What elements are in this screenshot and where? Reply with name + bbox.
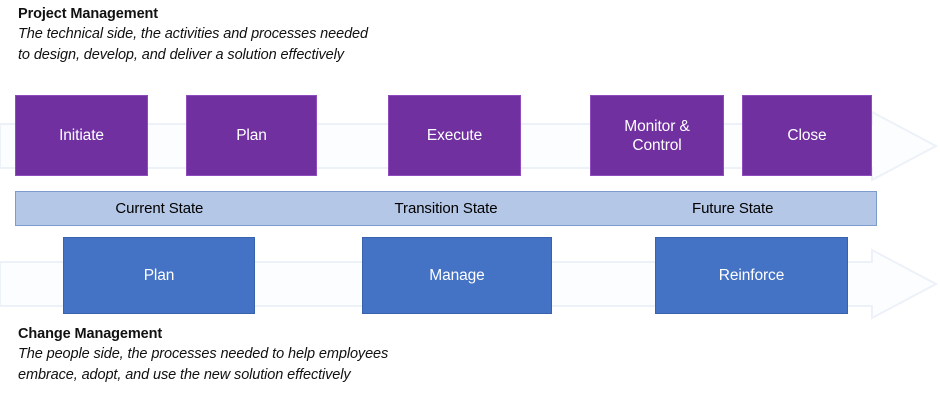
change-management-phase-row: Plan Manage Reinforce xyxy=(0,237,940,314)
phase-box-label: Execute xyxy=(426,127,483,144)
change-management-description-line-2: embrace, adopt, and use the new solution… xyxy=(18,367,351,383)
phase-box-initiate[interactable]: Initiate xyxy=(15,95,148,176)
phase-box-label: Manage xyxy=(429,267,485,284)
project-management-description-line-2: to design, develop, and deliver a soluti… xyxy=(18,47,344,63)
change-management-description-line-1: The people side, the processes needed to… xyxy=(18,346,389,362)
phase-box-plan[interactable]: Plan xyxy=(186,95,317,176)
phase-box-close[interactable]: Close xyxy=(742,95,872,176)
phase-box-label: Monitor & Control xyxy=(624,117,690,154)
phase-box-change-manage[interactable]: Manage xyxy=(362,237,552,314)
project-management-heading: Project Management xyxy=(18,6,159,22)
change-management-heading: Change Management xyxy=(18,326,163,342)
phase-box-label: Reinforce xyxy=(718,267,785,284)
phase-box-execute[interactable]: Execute xyxy=(388,95,521,176)
phase-box-label: Plan xyxy=(143,267,175,284)
state-label-current: Current State xyxy=(115,200,204,217)
change-management-text-block: Change Management The people side, the p… xyxy=(18,325,388,386)
project-management-description-line-1: The technical side, the activities and p… xyxy=(18,26,368,42)
phase-box-label: Plan xyxy=(236,127,267,144)
phase-box-change-plan[interactable]: Plan xyxy=(63,237,255,314)
phase-box-label: Initiate xyxy=(59,127,104,144)
phase-box-change-reinforce[interactable]: Reinforce xyxy=(655,237,848,314)
project-management-phase-row: Initiate Plan Execute Monitor & Control … xyxy=(0,95,940,176)
phase-box-label: Close xyxy=(787,127,827,144)
phase-box-monitor-and-control[interactable]: Monitor & Control xyxy=(590,95,724,176)
project-management-text-block: Project Management The technical side, t… xyxy=(18,5,368,66)
state-label-future: Future State xyxy=(692,200,774,217)
state-band: Current State Transition State Future St… xyxy=(15,191,877,226)
state-label-transition: Transition State xyxy=(394,200,498,217)
